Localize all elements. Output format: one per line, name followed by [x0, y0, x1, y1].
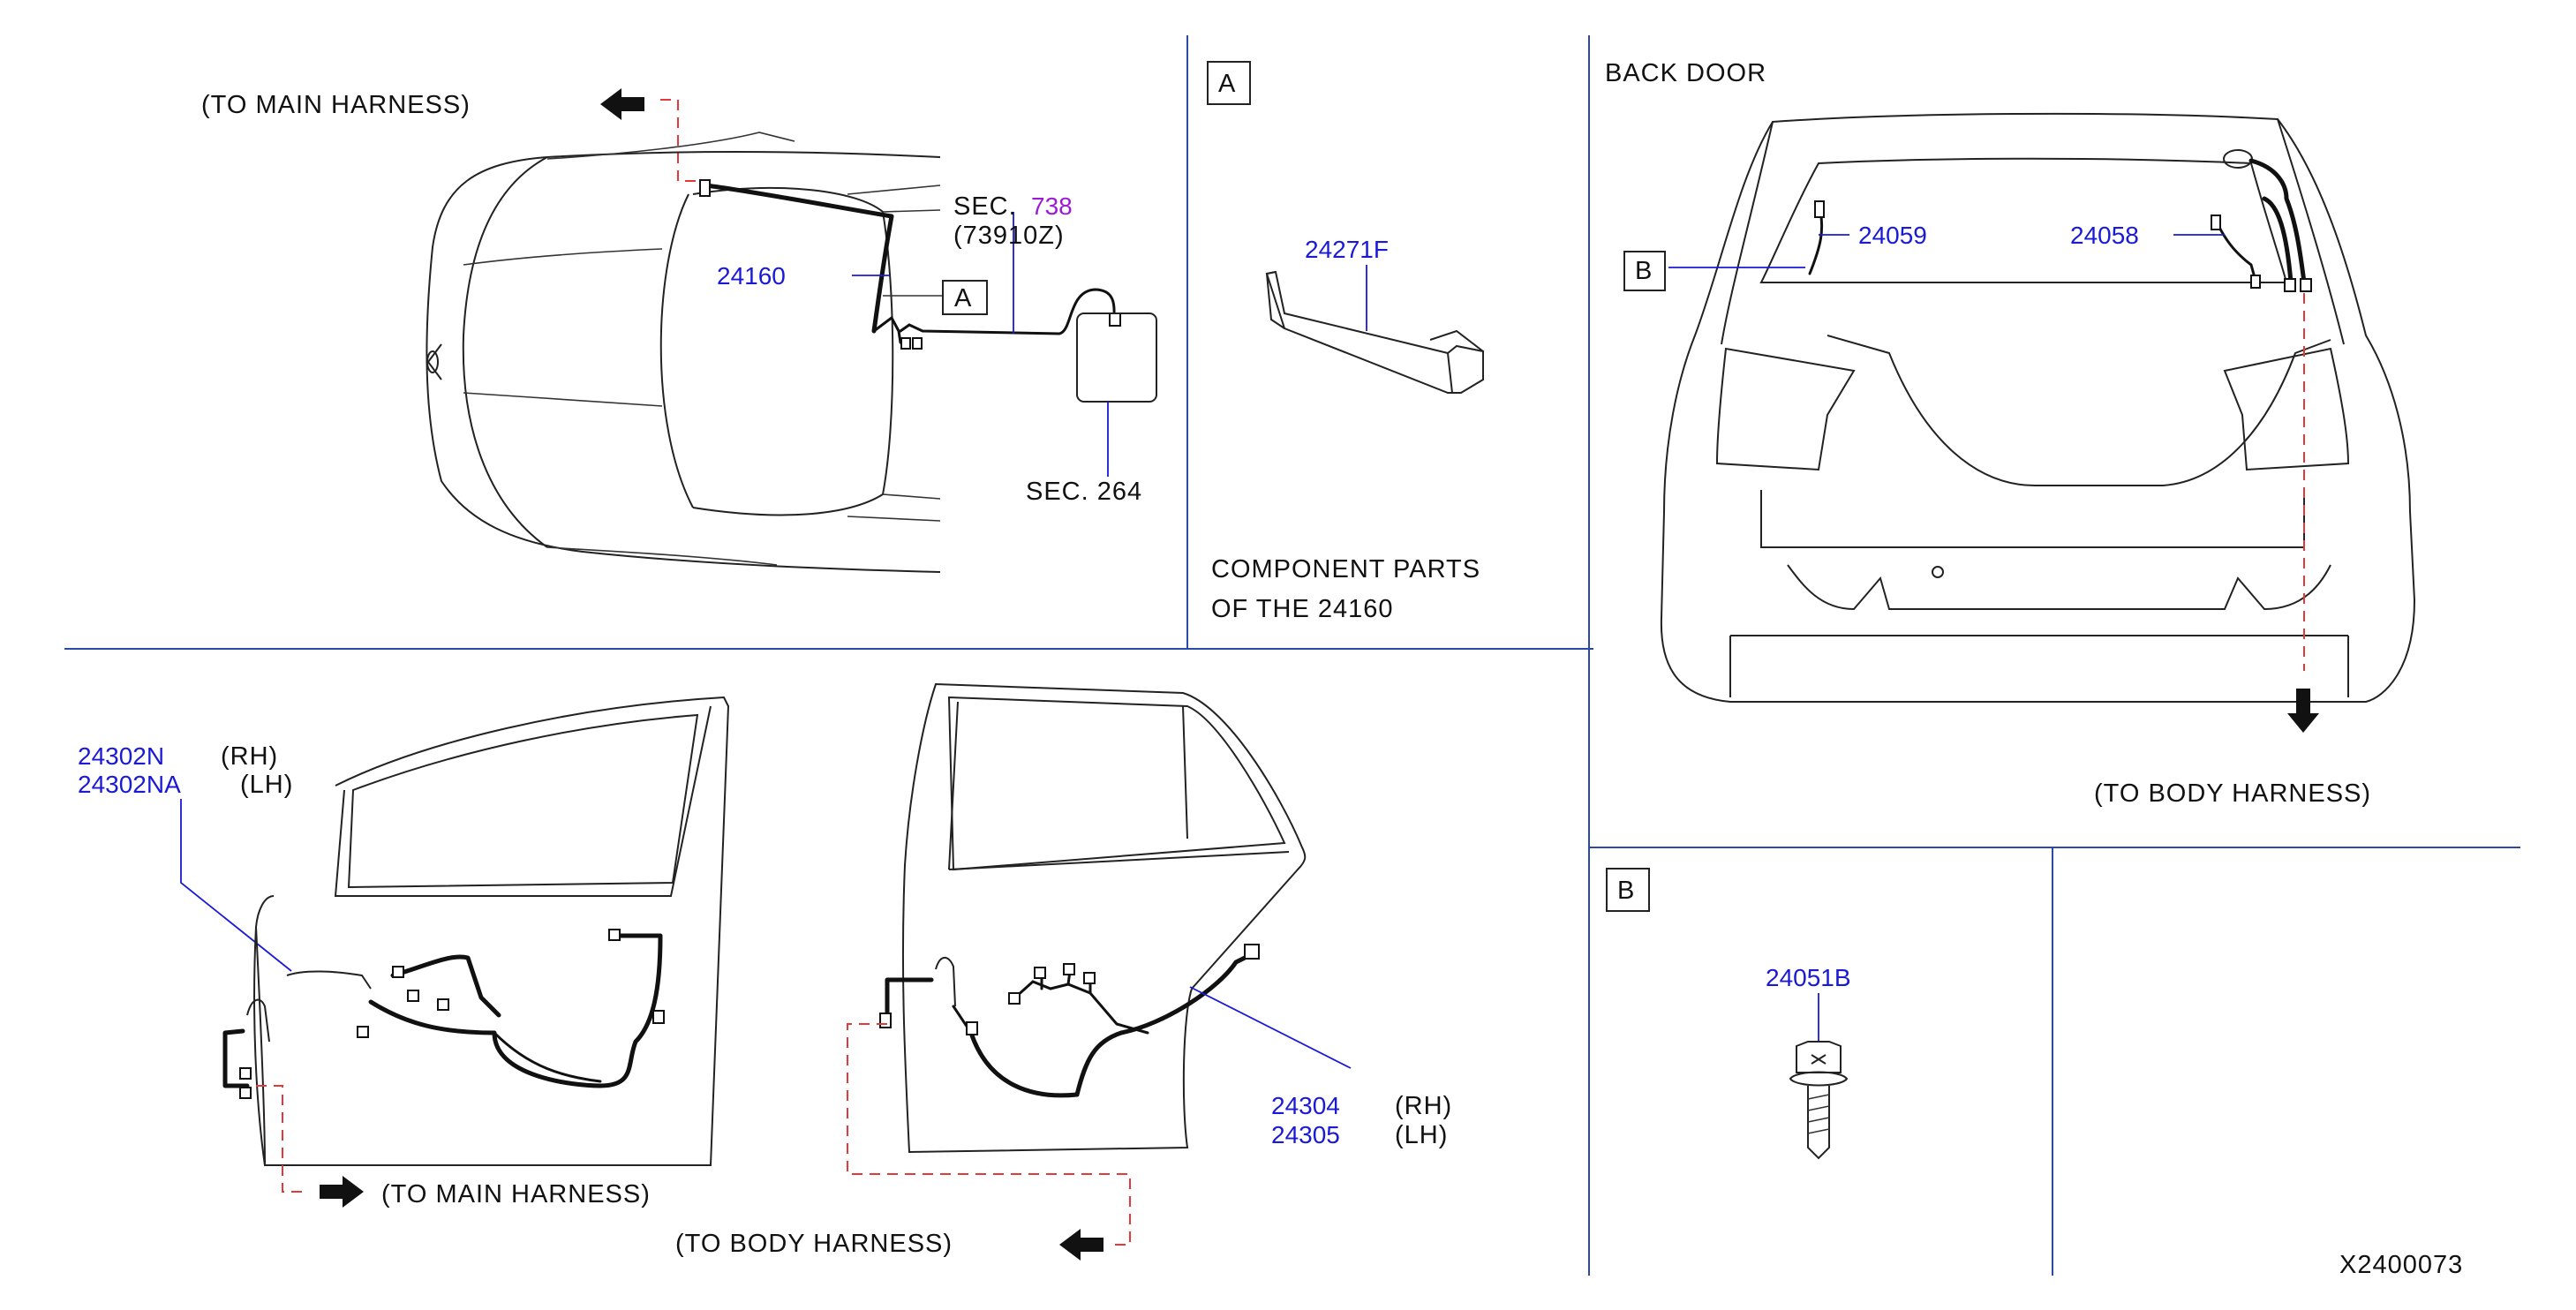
back-door-view: BACK DOOR (TO BODY HARNESS) 24059 B [1605, 59, 2416, 808]
arrow-down-icon [2287, 689, 2319, 733]
rear-door-part-lh: 24305 [1271, 1121, 1340, 1148]
part-24059: 24059 [1858, 222, 1927, 249]
front-door-rh-label: (RH) [221, 742, 278, 771]
part-24271F: 24271F [1305, 236, 1389, 263]
to-main-harness-label-top: (TO MAIN HARNESS) [201, 91, 471, 119]
front-door-part-rh: 24302N [78, 742, 164, 770]
part-24051B: 24051B [1766, 964, 1851, 991]
component-parts-caption-1: COMPONENT PARTS [1211, 555, 1480, 583]
to-body-harness-label-right: (TO BODY HARNESS) [2094, 779, 2371, 808]
panel-a: A 24271F COMPONENT PARTS OF THE 24160 [1207, 61, 1484, 623]
sec-264-label: SEC. 264 [1026, 478, 1142, 506]
ref-b-box-label: B [1635, 257, 1653, 285]
rear-door-lh-label: (LH) [1395, 1121, 1448, 1149]
panel-a-label: A [1218, 70, 1236, 98]
hood-overview: (TO MAIN HARNESS) A SEC. 738 [201, 88, 1157, 573]
bolt-icon [1789, 1041, 1849, 1160]
arrow-right-icon [320, 1176, 364, 1208]
to-body-harness-label-bottom: (TO BODY HARNESS) [675, 1230, 953, 1258]
panel-b-label: B [1617, 877, 1635, 905]
sec-738-sub: (73910Z) [953, 222, 1065, 250]
back-door-title: BACK DOOR [1605, 59, 1766, 87]
rear-door-rh-label: (RH) [1395, 1092, 1452, 1120]
part-24160: 24160 [717, 262, 786, 290]
arrow-left-icon [600, 88, 644, 120]
front-door-lh-label: (LH) [240, 771, 293, 799]
diagram-id: X2400073 [2339, 1251, 2463, 1279]
front-door-part-lh: 24302NA [78, 771, 181, 798]
component-parts-caption-2: OF THE 24160 [1211, 595, 1394, 623]
front-door-view: 24302N (RH) 24302NA (LH) (TO MAIN HARNES… [78, 696, 730, 1208]
to-main-harness-label-bottom: (TO MAIN HARNESS) [381, 1180, 651, 1208]
panel-b: B 24051B [1606, 868, 1851, 1160]
panel-dividers [64, 35, 2520, 1276]
sec-738-number: 738 [1031, 192, 1073, 220]
arrow-left-icon-rear [1059, 1229, 1103, 1261]
ref-a-box-label: A [954, 284, 972, 312]
rear-door-part-rh: 24304 [1271, 1092, 1340, 1119]
sec-738-prefix: SEC. [953, 192, 1017, 221]
part-24058: 24058 [2070, 222, 2139, 249]
rear-door-view: (TO BODY HARNESS) 24304 (RH) 24305 (LH) [675, 682, 1452, 1261]
